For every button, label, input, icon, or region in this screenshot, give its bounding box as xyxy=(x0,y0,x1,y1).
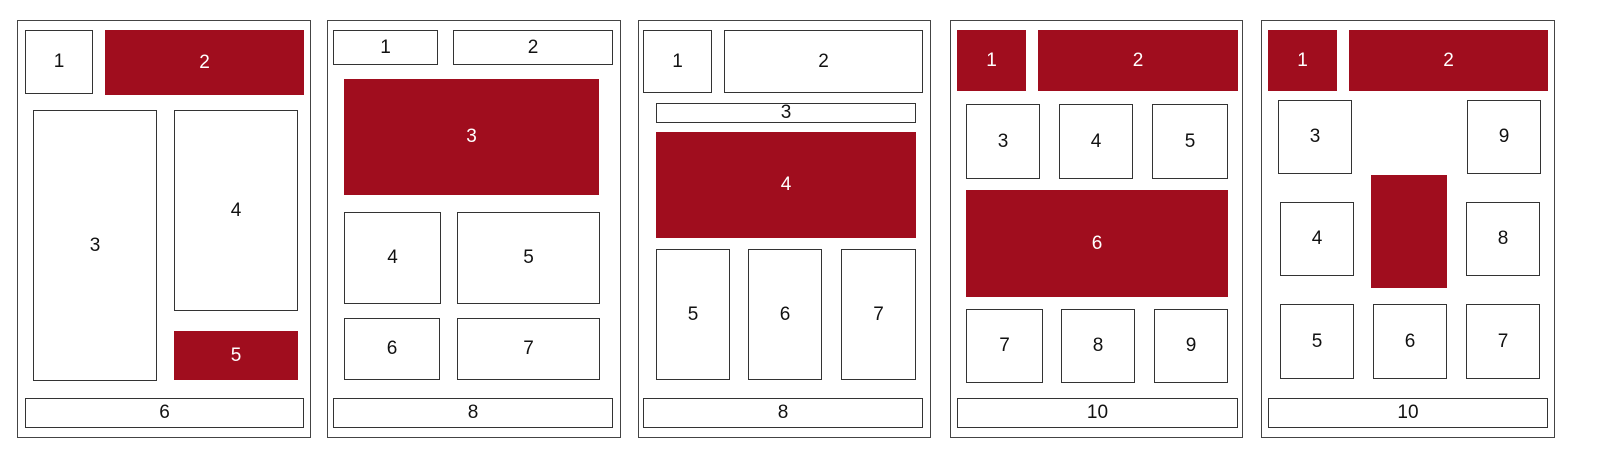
highlighted-layout-block: 6 xyxy=(966,190,1228,297)
layout-block: 3 xyxy=(1278,100,1352,174)
layout-block: 8 xyxy=(1466,202,1540,276)
layout-block: 7 xyxy=(457,318,600,380)
layout-block: 5 xyxy=(656,249,730,380)
layout-block: 7 xyxy=(1466,304,1540,379)
layout-block: 1 xyxy=(25,30,93,94)
layout-block: 6 xyxy=(25,398,304,428)
layout-block: 6 xyxy=(748,249,822,380)
highlighted-layout-block: 2 xyxy=(105,30,304,95)
highlighted-layout-block: 1 xyxy=(957,30,1026,91)
layout-block: 7 xyxy=(966,309,1043,383)
layout-block: 2 xyxy=(724,30,923,93)
layout-block: 1 xyxy=(643,30,712,93)
layout-block: 6 xyxy=(344,318,440,380)
highlighted-layout-block: 1 xyxy=(1268,30,1337,91)
layout-block: 10 xyxy=(957,398,1238,428)
layout-block: 6 xyxy=(1373,304,1447,379)
layout-block: 5 xyxy=(1152,104,1228,179)
highlighted-layout-block: 2 xyxy=(1349,30,1548,91)
layout-block: 4 xyxy=(174,110,298,311)
highlighted-layout-block: 3 xyxy=(344,79,599,195)
highlighted-layout-block: 4 xyxy=(656,132,916,238)
layout-block: 5 xyxy=(457,212,600,304)
highlighted-layout-block: 5 xyxy=(174,331,298,380)
layout-block: 8 xyxy=(643,398,923,428)
layout-block: 7 xyxy=(841,249,916,380)
layout-block: 3 xyxy=(656,102,916,123)
layout-block: 9 xyxy=(1154,309,1228,383)
layout-block: 9 xyxy=(1467,100,1541,174)
layout-block: 2 xyxy=(453,30,613,65)
layout-block: 3 xyxy=(33,110,157,381)
layout-block: 10 xyxy=(1268,398,1548,428)
layout-block: 4 xyxy=(1059,104,1133,179)
layout-block: 3 xyxy=(966,104,1040,179)
layout-block: 1 xyxy=(333,30,438,65)
layout-block: 4 xyxy=(344,212,441,304)
layout-block: 4 xyxy=(1280,202,1354,276)
layout-block: 5 xyxy=(1280,304,1354,379)
layout-block: 8 xyxy=(1061,309,1135,383)
layout-block: 8 xyxy=(333,398,613,428)
highlighted-layout-block: 2 xyxy=(1038,30,1238,91)
highlighted-layout-block xyxy=(1371,175,1447,288)
